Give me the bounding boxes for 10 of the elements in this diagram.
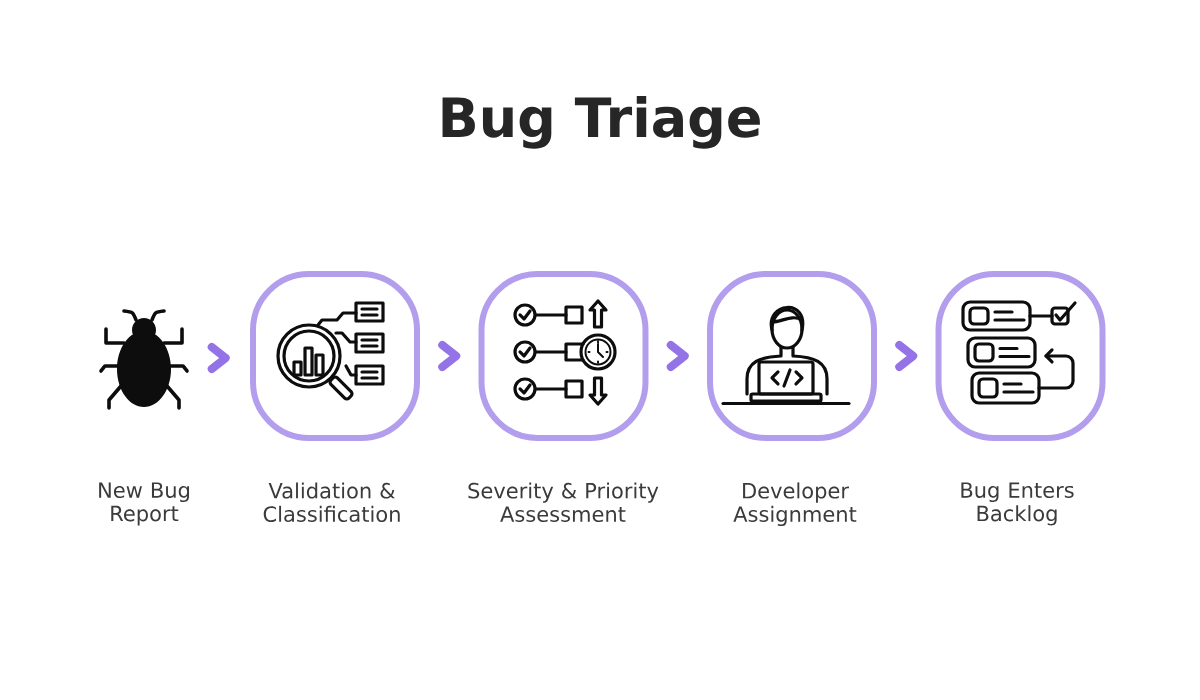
chevron-arrow (207, 343, 230, 373)
step-label: Bug Enters Backlog (961, 482, 1074, 526)
step-label: Severity & Priority Assessment (468, 482, 659, 522)
chevron-arrow (895, 341, 918, 371)
chevron-arrow (666, 341, 689, 371)
chevron-arrow (438, 341, 461, 371)
title: Bug Triage (442, 95, 760, 149)
step-label: Developer Assignment (733, 482, 857, 527)
step-label: New Bug Report (99, 482, 189, 526)
step-label: Validation & Classification (263, 482, 400, 522)
